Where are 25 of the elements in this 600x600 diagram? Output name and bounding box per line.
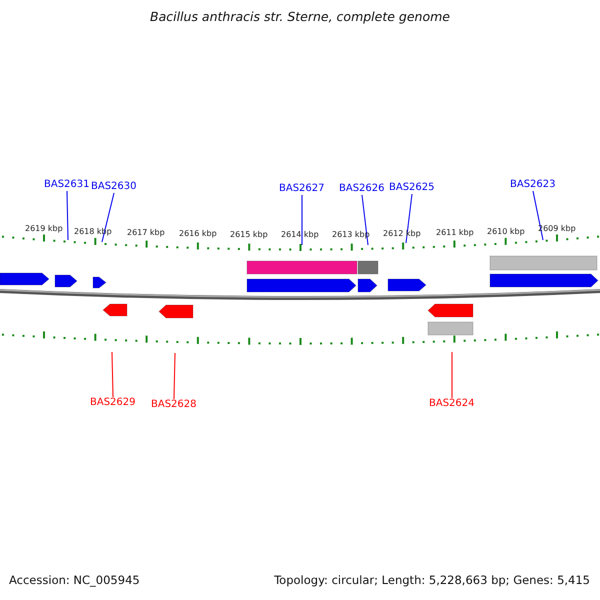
gene-label: BAS2629 [90, 398, 136, 408]
gene-label: BAS2627 [279, 184, 324, 194]
gene-label: BAS2630 [91, 182, 136, 192]
leader-line [362, 194, 368, 246]
leader-line [532, 190, 544, 240]
scale-label: 2610 kbp [487, 228, 525, 236]
footer-text: Topology: circular; Length: 5,228,663 bp; Genes: 5,415 [274, 575, 590, 586]
scale-label: 2614 kbp [281, 231, 319, 239]
scale-label: 2619 kbp [25, 225, 63, 233]
gene-label: BAS2626 [339, 184, 384, 194]
chart-title: Bacillus anthracis str. Sterne, complete genome [149, 11, 451, 24]
gene-label: BAS2625 [389, 183, 434, 193]
gene-label: BAS2628 [151, 400, 196, 410]
gene-label: BAS2623 [510, 180, 556, 190]
leader-line [66, 190, 68, 240]
scale-label: 2617 kbp [127, 229, 165, 237]
footer-text: Accession: NC_005945 [9, 575, 140, 586]
leader-line [174, 352, 176, 400]
scale-label: 2615 kbp [230, 231, 268, 239]
leader-line [112, 352, 114, 398]
scale-label: 2616 kbp [179, 230, 217, 238]
gene-label: BAS2624 [429, 399, 474, 409]
leader-line [406, 194, 412, 244]
scale-label: 2611 kbp [436, 229, 474, 237]
gene-label: BAS2631 [44, 180, 90, 190]
